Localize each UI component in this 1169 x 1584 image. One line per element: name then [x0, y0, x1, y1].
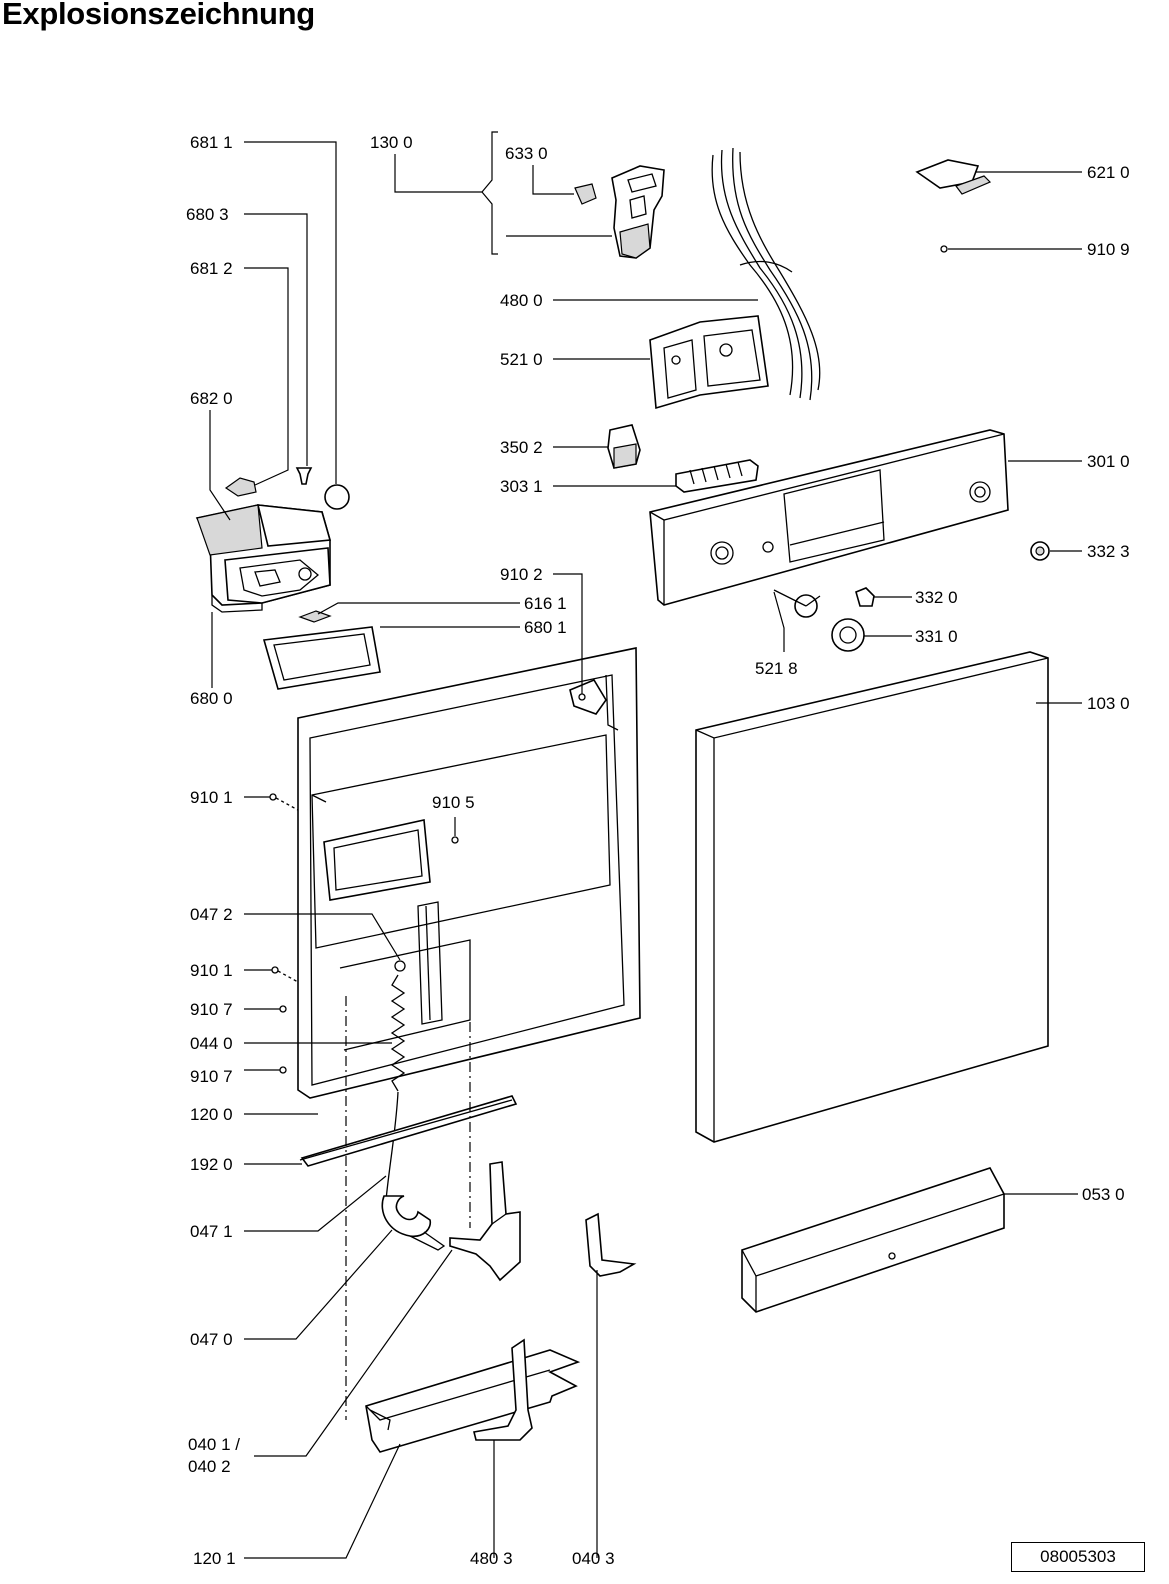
label-681-2: 681 2 [190, 259, 233, 278]
label-040-2: 040 2 [188, 1457, 231, 1476]
label-332-0: 332 0 [915, 588, 958, 607]
door-panel-103-0 [695, 651, 1049, 1143]
label-910-7b: 910 7 [190, 1067, 233, 1086]
label-910-2: 910 2 [500, 565, 543, 584]
door-lock-130-0 [611, 165, 665, 259]
label-053-0: 053 0 [1082, 1185, 1125, 1204]
bracket-040-3 [585, 1212, 637, 1277]
label-047-0: 047 0 [190, 1330, 233, 1349]
label-621-0: 621 0 [1087, 163, 1130, 182]
cap-681-1 [324, 484, 350, 510]
button-strip-303-1 [675, 459, 759, 493]
label-680-1: 680 1 [524, 618, 567, 637]
label-303-1: 303 1 [500, 477, 543, 496]
ring-331-0 [831, 618, 865, 652]
screw-910-1a [269, 793, 277, 801]
label-910-7a: 910 7 [190, 1000, 233, 1019]
label-680-3: 680 3 [186, 205, 229, 224]
clip-681-2 [224, 477, 257, 497]
label-103-0: 103 0 [1087, 694, 1130, 713]
knob-332-0 [855, 587, 875, 607]
label-910-9: 910 9 [1087, 240, 1130, 259]
wiring-harness-480-0 [711, 147, 821, 401]
screw-910-7a [279, 1005, 287, 1013]
bracket-480-3 [473, 1338, 533, 1441]
label-910-1a: 910 1 [190, 788, 233, 807]
label-130-0: 130 0 [370, 133, 413, 152]
label-044-0: 044 0 [190, 1034, 233, 1053]
control-panel-301-0 [649, 429, 1009, 606]
document-number-box: 08005303 [1011, 1542, 1145, 1572]
inner-door-120-0 [297, 647, 641, 1099]
label-047-2: 047 2 [190, 905, 233, 924]
label-040-1: 040 1 / [188, 1435, 240, 1454]
label-680-0: 680 0 [190, 689, 233, 708]
page-title: Explosionszeichnung [2, 0, 315, 31]
hinge-040-1 [449, 1161, 521, 1282]
label-681-1: 681 1 [190, 133, 233, 152]
label-331-0: 331 0 [915, 627, 958, 646]
label-682-0: 682 0 [190, 389, 233, 408]
knob-332-3 [1030, 541, 1050, 561]
label-910-1b: 910 1 [190, 961, 233, 980]
part-521-8 [773, 589, 821, 618]
label-120-1: 120 1 [193, 1549, 236, 1568]
screw-910-9 [940, 245, 948, 253]
label-521-8: 521 8 [755, 659, 798, 678]
control-board-521-0 [649, 315, 769, 410]
label-616-1: 616 1 [524, 594, 567, 613]
lower-panel-120-1 [365, 1349, 581, 1453]
screw-910-5 [451, 836, 459, 844]
pin-680-3 [295, 467, 313, 485]
label-120-0: 120 0 [190, 1105, 233, 1124]
label-047-1: 047 1 [190, 1222, 233, 1241]
screw-910-1b [271, 966, 279, 974]
label-910-5: 910 5 [432, 793, 475, 812]
label-301-0: 301 0 [1087, 452, 1130, 471]
label-480-3: 480 3 [470, 1549, 513, 1568]
screw-910-7b [279, 1066, 287, 1074]
switch-633-0 [574, 183, 597, 205]
label-040-3: 040 3 [572, 1549, 615, 1568]
part-350-2 [607, 424, 641, 469]
module-621-0 [915, 159, 992, 195]
kick-plate-053-0 [741, 1167, 1005, 1313]
rail-192-0 [299, 1095, 518, 1167]
leader-lines [209, 131, 1082, 1559]
part-labels: 681 1 680 3 681 2 682 0 680 0 130 0 633 … [186, 133, 1130, 1568]
label-633-0: 633 0 [505, 144, 548, 163]
part-616-1 [298, 610, 332, 623]
label-350-2: 350 2 [500, 438, 543, 457]
label-521-0: 521 0 [500, 350, 543, 369]
pulley-047-0 [381, 1195, 446, 1251]
label-480-0: 480 0 [500, 291, 543, 310]
spring-044-0 [390, 960, 406, 1092]
dispenser-assembly [195, 504, 332, 613]
cable-047-1 [385, 1091, 399, 1201]
label-332-3: 332 3 [1087, 542, 1130, 561]
gasket-680-1 [262, 626, 381, 690]
label-192-0: 192 0 [190, 1155, 233, 1174]
